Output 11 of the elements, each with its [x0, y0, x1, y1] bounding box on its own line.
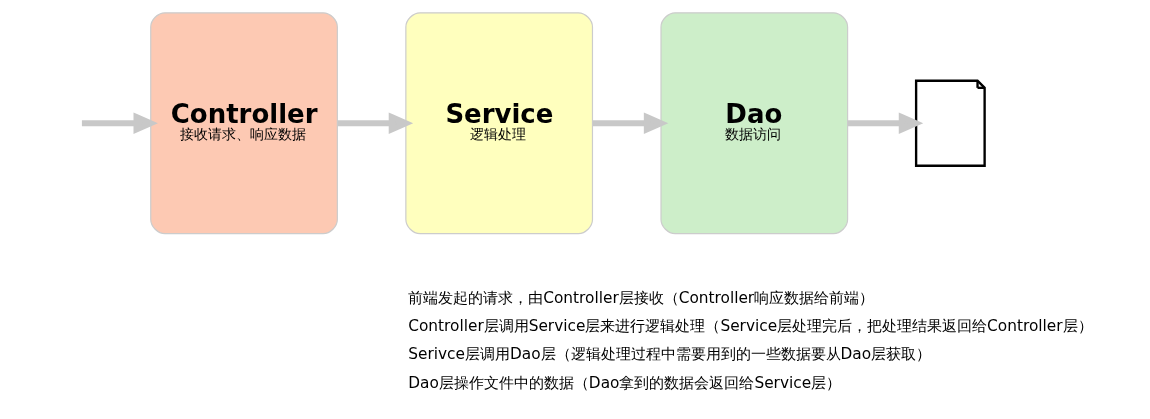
- node-box: Controller 接收请求、响应数据: [150, 12, 338, 235]
- arrow: [337, 112, 414, 134]
- arrow: [81, 112, 158, 134]
- arrow: [847, 112, 924, 134]
- arrow: [592, 112, 669, 134]
- label: Serivce层调用Dao层（逻辑处理过程中需要用到的一些数据要从Dao层获取）: [408, 345, 932, 364]
- node-box: Service 逻辑处理: [405, 12, 594, 235]
- label: Dao层操作文件中的数据（Dao拿到的数据会返回给Service层）: [408, 373, 842, 392]
- label: 前端发起的请求，由Controller层接收（Controller响应数据给前端）: [408, 288, 875, 307]
- label: Controller层调用Service层来进行逻辑处理（Service层处理完后，把处理结果返回给Controller层）: [408, 317, 1093, 336]
- node-box: Dao 数据访问: [660, 12, 849, 235]
